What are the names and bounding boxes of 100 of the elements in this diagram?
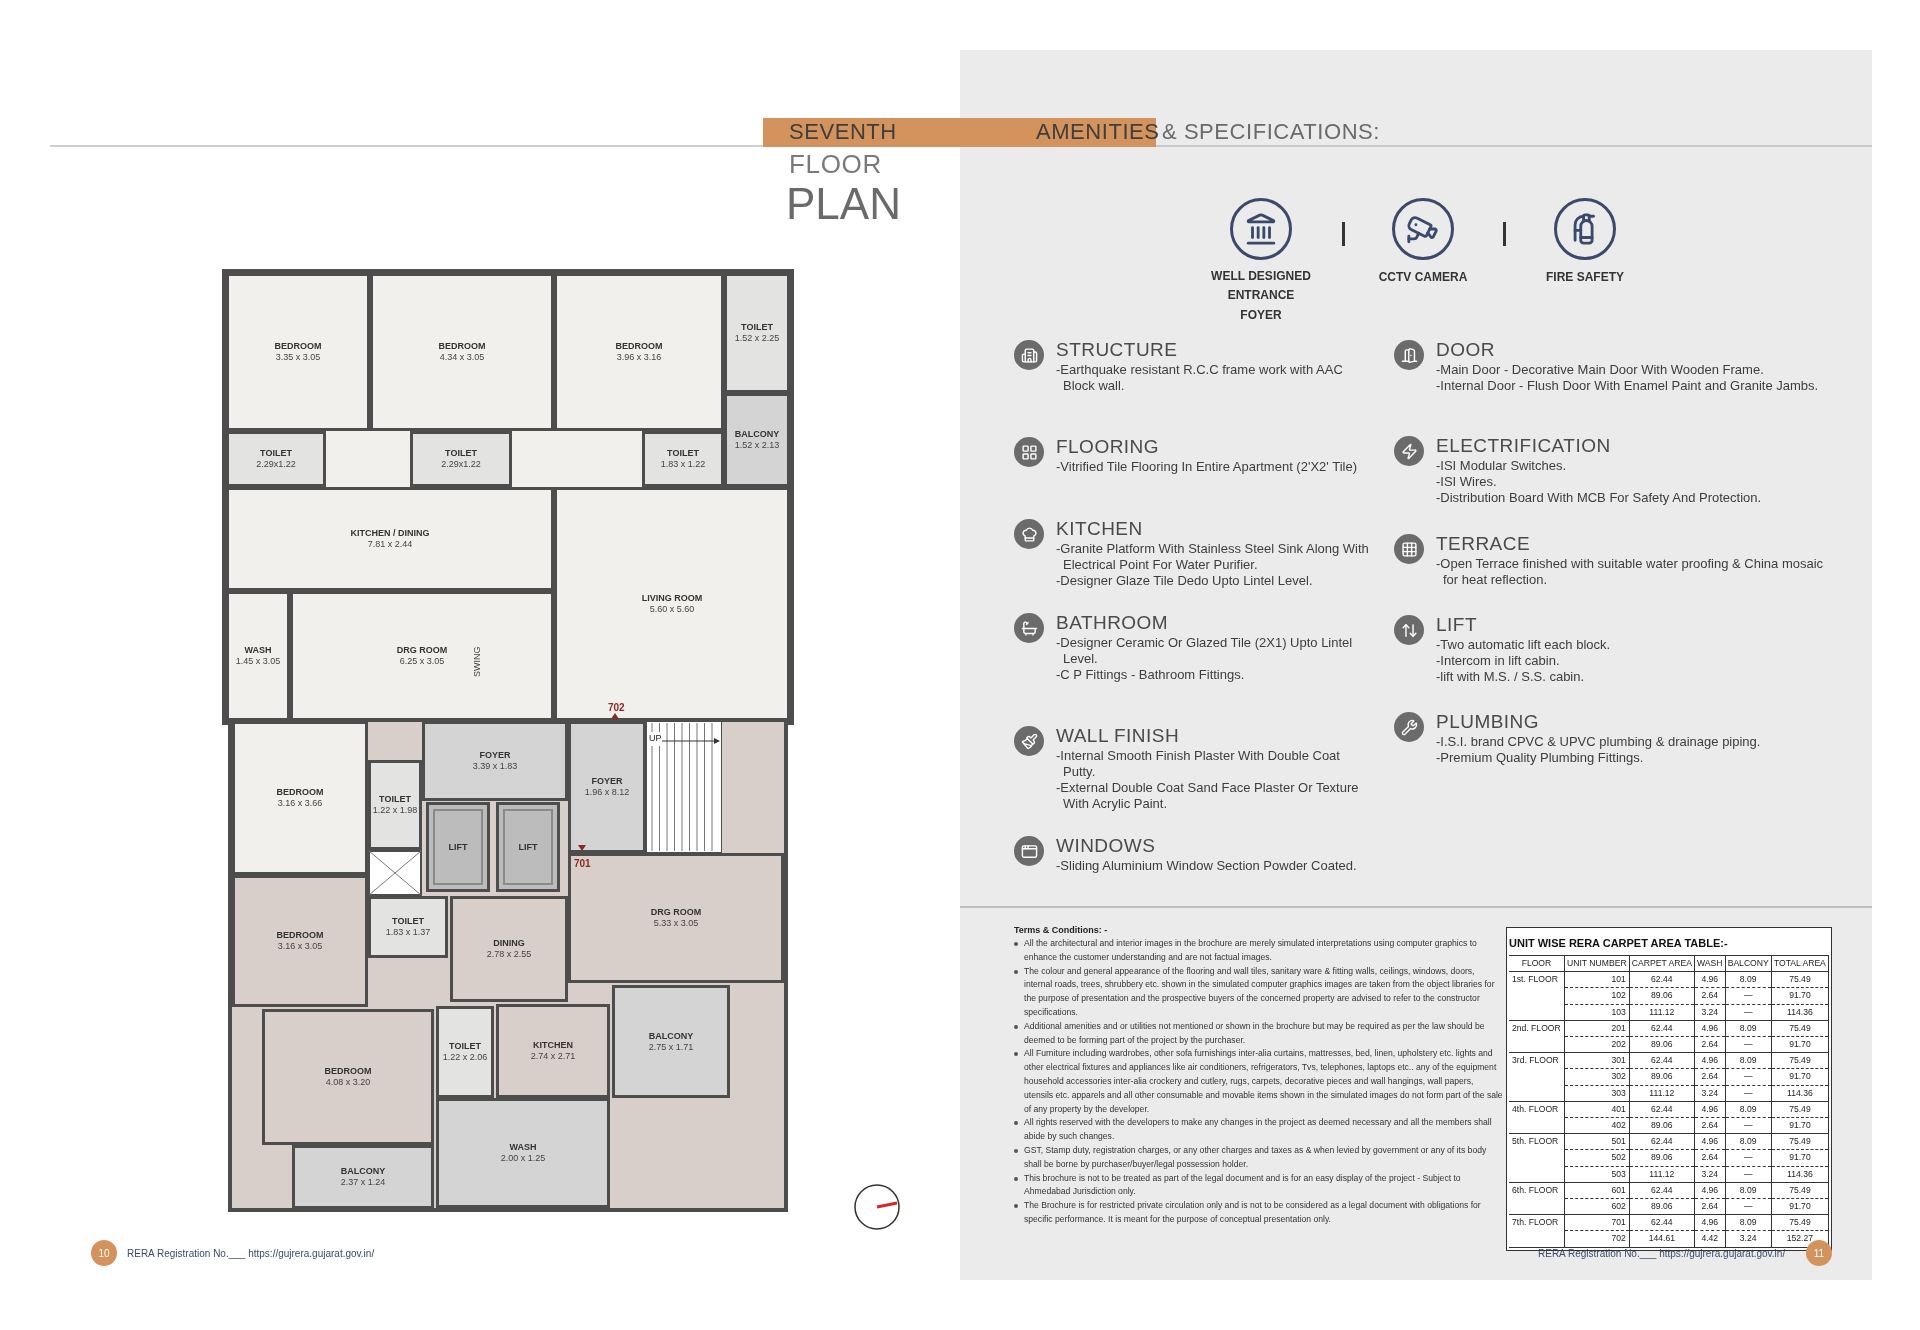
- spec-item: -ISI Wires.: [1436, 474, 1498, 490]
- spec-item: -Vitrified Tile Flooring In Entire Apartment (2'X2' Tile): [1056, 459, 1357, 475]
- table-cell: 152.27: [1786, 1233, 1814, 1244]
- room-name: TOILET: [391, 916, 425, 927]
- table-cell: 3.24: [1701, 1087, 1719, 1098]
- terms-paragraph: All Furniture including wardrobes, other sofa furnishings inter-alia curtains, mattresses, bed, linen, upholstery etc. lights and other electrical fixtures and appliances like air conditioners, refrigerators, Tvs, telephones, laptops etc.. any of the equipment household accessories inter-alia crockery and cutlery, rugs, carpets, decorative pieces and wall hangings, wall papers, utensils etc. apparels and all other consumable and movable items shown in the simulated images do not form part of the sale of any property by the developer.: [1024, 1047, 1504, 1116]
- table-cell: 702: [1611, 1233, 1626, 1244]
- table-cell: 75.49: [1789, 1022, 1811, 1033]
- spec-item: -Two automatic lift each block.: [1436, 637, 1611, 653]
- room-name: BEDROOM: [323, 1066, 373, 1077]
- table-header: BALCONY: [1727, 958, 1769, 968]
- table-cell: 101: [1611, 974, 1626, 985]
- table-cell: 62.44: [1651, 1022, 1673, 1033]
- table-cell: 3.24: [1701, 1006, 1719, 1017]
- table-cell: 62.44: [1651, 1055, 1673, 1066]
- spec-item: -Sliding Aluminium Window Section Powder Coated.: [1056, 858, 1357, 874]
- table-cell: 91.70: [1789, 1201, 1811, 1212]
- table-cell: 2.64: [1701, 1071, 1719, 1082]
- table-cell: —: [1743, 1120, 1753, 1131]
- table-header: WASH: [1697, 958, 1723, 968]
- table-cell: 89.06: [1651, 1071, 1673, 1082]
- room-dimensions: 2.29x1.22: [255, 459, 297, 470]
- room: [568, 853, 784, 983]
- footer-text: RERA Registration No.___ https://gujrera.gujarat.gov.in/: [127, 1247, 375, 1261]
- table-header: CARPET AREA: [1631, 958, 1692, 968]
- room-dimensions: 2.29x1.22: [440, 459, 482, 470]
- room-dimensions: 3.16 x 3.05: [276, 941, 324, 952]
- room-dimensions: 5.60 x 5.60: [648, 604, 696, 615]
- table-header: TOTAL AREA: [1773, 958, 1826, 968]
- table-cell: 91.70: [1789, 990, 1811, 1001]
- table-cell: 4.96: [1701, 1022, 1719, 1033]
- table-cell: 4th. FLOOR: [1512, 1103, 1559, 1114]
- table-cell: 144.61: [1648, 1233, 1675, 1244]
- table-cell: 89.06: [1651, 1152, 1673, 1163]
- table-cell: 3rd. FLOOR: [1512, 1055, 1559, 1066]
- table-cell: 8.09: [1739, 1022, 1757, 1033]
- amenity-caption: CCTV CAMERA: [1377, 268, 1469, 287]
- table-cell: —: [1743, 1168, 1753, 1179]
- table-header: FLOOR: [1521, 958, 1552, 968]
- room-name: BEDROOM: [273, 341, 323, 352]
- room: [724, 273, 790, 393]
- table-cell: 8.09: [1739, 1184, 1757, 1195]
- room: [436, 1098, 610, 1208]
- table-cell: —: [1743, 1039, 1753, 1049]
- table-cell: 75.49: [1789, 1055, 1811, 1066]
- table-cell: 89.06: [1651, 990, 1673, 1001]
- room: [724, 393, 790, 487]
- table-cell: 91.70: [1789, 1152, 1811, 1163]
- heading: FLOOR: [789, 149, 882, 179]
- room: [262, 1009, 434, 1145]
- table-cell: 114.36: [1787, 1168, 1813, 1179]
- heading: & SPECIFICATIONS:: [1162, 119, 1380, 145]
- heading: SEVENTH: [789, 119, 897, 145]
- room: [232, 875, 368, 1007]
- table-cell: 4.96: [1701, 1184, 1719, 1195]
- room-dimensions: 4.34 x 3.05: [438, 352, 486, 363]
- table-cell: 602: [1611, 1201, 1626, 1212]
- table-cell: 89.06: [1651, 1201, 1673, 1212]
- table-cell: 402: [1611, 1120, 1626, 1131]
- table-cell: 114.36: [1787, 1087, 1813, 1098]
- table-cell: 8.09: [1739, 1055, 1757, 1066]
- room-name: WASH: [508, 1142, 538, 1153]
- table-cell: 2.64: [1701, 1039, 1719, 1049]
- unit-number: 701: [574, 857, 591, 871]
- lift-shaft: [496, 802, 560, 892]
- room-name: DINING: [492, 938, 526, 949]
- terms-paragraph: All rights reserved with the developers to make any changes in the project as deemed necessary and all the members shall abide by such changes.: [1024, 1116, 1493, 1144]
- table-cell: 4.42: [1701, 1233, 1719, 1244]
- room: [422, 721, 568, 801]
- room-name: FOYER: [590, 776, 624, 787]
- room: [226, 273, 370, 431]
- room: [554, 273, 724, 431]
- spec-item: -Granite Platform With Stainless Steel Sink Along With Electrical Point For Water Purifier.: [1056, 541, 1370, 573]
- spec-item: -Premium Quality Plumbing Fittings.: [1436, 750, 1645, 766]
- spec-heading: BATHROOM: [1056, 611, 1170, 635]
- spec-item: -Internal Door - Flush Door With Enamel Paint and Granite Jambs.: [1436, 378, 1819, 394]
- room: [436, 1006, 494, 1098]
- table-cell: 75.49: [1789, 1136, 1811, 1147]
- table-cell: 301: [1611, 1055, 1626, 1066]
- table-cell: 75.49: [1789, 1217, 1811, 1228]
- room-name: TOILET: [444, 448, 478, 459]
- table-cell: 2nd. FLOOR: [1512, 1022, 1561, 1033]
- page-number: 11: [1813, 1246, 1825, 1261]
- terms-heading: Terms & Conditions: -: [1014, 924, 1109, 937]
- table-cell: 3.24: [1739, 1233, 1757, 1244]
- table-cell: 8.09: [1739, 1217, 1757, 1228]
- room-name: BEDROOM: [275, 787, 325, 798]
- room-dimensions: 2.37 x 1.24: [339, 1177, 387, 1188]
- page-number: 10: [98, 1246, 110, 1261]
- spec-heading: WINDOWS: [1056, 834, 1157, 858]
- room-dimensions: 2.74 x 2.71: [529, 1051, 577, 1062]
- table-cell: 102: [1611, 990, 1626, 1001]
- spec-item: -Intercom in lift cabin.: [1436, 653, 1561, 669]
- room-dimensions: 3.35 x 3.05: [274, 352, 322, 363]
- table-cell: 701: [1611, 1217, 1626, 1228]
- table-cell: 4.96: [1701, 1136, 1719, 1147]
- room-name: TOILET: [740, 322, 774, 333]
- spec-heading: FLOORING: [1056, 435, 1161, 459]
- spec-item: -lift with M.S. / S.S. cabin.: [1436, 669, 1586, 685]
- table-cell: 62.44: [1651, 1103, 1673, 1114]
